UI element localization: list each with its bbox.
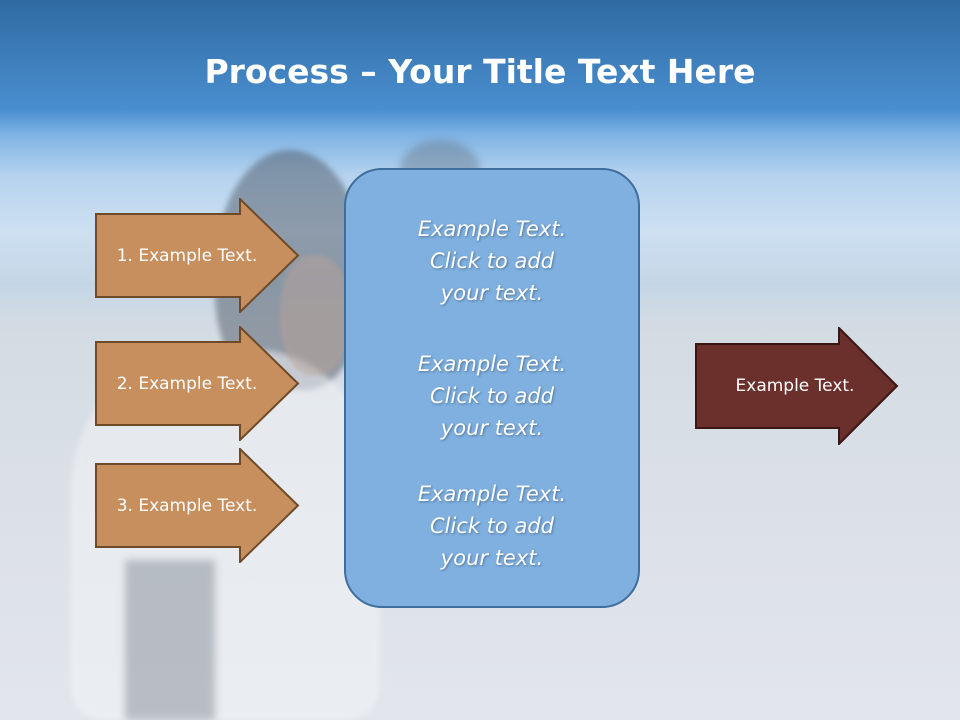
step-arrow-1-shape: [95, 198, 300, 313]
step-arrow-3[interactable]: 3. Example Text.: [95, 448, 300, 563]
output-arrow-shape: [695, 327, 899, 445]
background-photo-shadow: [125, 560, 215, 720]
center-text-block-3[interactable]: Example Text. Click to add your text.: [417, 482, 567, 570]
center-text-block-1[interactable]: Example Text. Click to add your text.: [417, 217, 567, 305]
step-arrow-1-label: 1. Example Text.: [116, 245, 258, 266]
center-text-block-2[interactable]: Example Text. Click to add your text.: [417, 352, 567, 440]
output-arrow[interactable]: Example Text.: [695, 327, 900, 445]
output-arrow-label: Example Text.: [735, 376, 855, 396]
step-arrow-2[interactable]: 2. Example Text.: [95, 326, 300, 441]
title-bold: Process: [204, 52, 349, 91]
background-photo-face: [280, 255, 350, 375]
step-arrow-1[interactable]: 1. Example Text.: [95, 198, 300, 313]
slide-title[interactable]: Process – Your Title Text Here: [0, 52, 960, 91]
step-arrow-2-shape: [95, 326, 300, 441]
center-process-box[interactable]: [344, 168, 640, 608]
step-arrow-2-label: 2. Example Text.: [116, 373, 258, 394]
title-rest: – Your Title Text Here: [348, 52, 756, 91]
step-arrow-3-label: 3. Example Text.: [116, 495, 258, 516]
step-arrow-3-shape: [95, 448, 300, 563]
